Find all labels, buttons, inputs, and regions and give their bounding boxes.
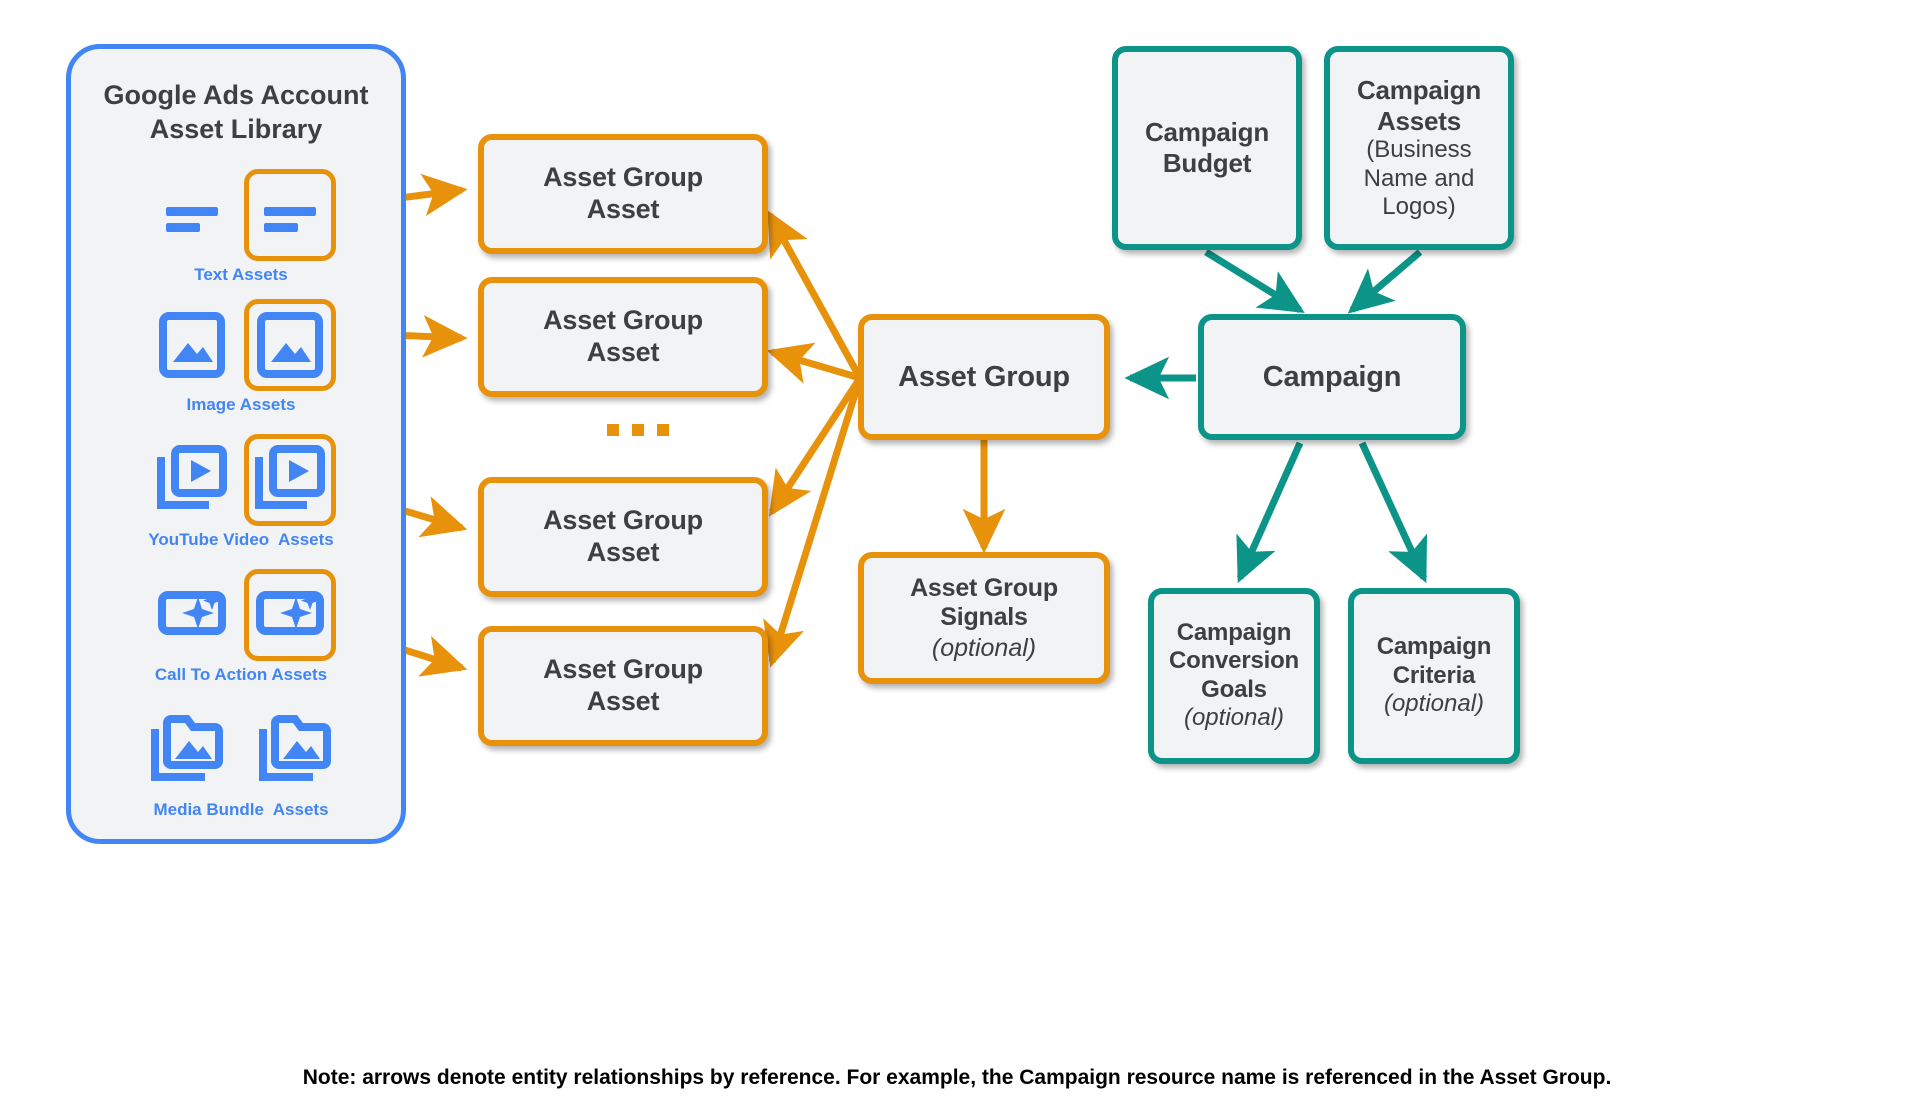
asset-group-label: Asset Group (898, 360, 1070, 393)
arrow-campaign-to-criteria (1358, 441, 1428, 584)
text-asset-icon (146, 169, 238, 261)
ellipsis-dot (607, 424, 619, 436)
asset-library-title: Google Ads Account Asset Library (103, 80, 369, 144)
asset-caption-media-bundle: Media Bundle Assets (153, 800, 329, 819)
campaign-conversion-goals-optional: (optional) (1183, 704, 1285, 732)
arrow-assetgroup-to-aga4 (763, 376, 864, 668)
asset-group-signals-optional: (optional) (931, 633, 1037, 662)
arrow-assetgroup-to-aga2 (766, 342, 861, 384)
campaign-criteria-box[interactable]: Campaign Criteria (optional) (1348, 588, 1520, 764)
asset-row-text: Text Assets (71, 169, 411, 285)
asset-group-asset-box-3[interactable]: Asset Group Asset (478, 477, 768, 597)
asset-group-asset-box-4[interactable]: Asset Group Asset (478, 626, 768, 746)
video-asset-icon (146, 434, 238, 526)
image-asset-icon-highlighted (244, 299, 336, 391)
campaign-conversion-goals-label: Campaign Conversion Goals (1168, 619, 1300, 703)
asset-row-image: Image Assets (71, 299, 411, 415)
arrow-assetgroup-to-aga1 (766, 210, 864, 380)
campaign-conversion-goals-box[interactable]: Campaign Conversion Goals (optional) (1148, 588, 1320, 764)
ellipsis-dot (657, 424, 669, 436)
asset-group-asset-label: Asset Group Asset (543, 162, 703, 224)
campaign-assets-box[interactable]: Campaign Assets (Business Name and Logos… (1324, 46, 1514, 250)
ellipsis-dot (632, 424, 644, 436)
arrow-campaignassets-to-campaign (1347, 249, 1423, 314)
ellipsis-indicator (607, 424, 669, 436)
asset-caption-video: YouTube Video Assets (148, 530, 334, 549)
asset-group-box[interactable]: Asset Group (858, 314, 1110, 440)
campaign-box[interactable]: Campaign (1198, 314, 1466, 440)
arrow-assetgroup-to-aga3 (768, 376, 863, 517)
asset-group-signals-box[interactable]: Asset Group Signals (optional) (858, 552, 1110, 684)
asset-group-asset-box-2[interactable]: Asset Group Asset (478, 277, 768, 397)
arrow-budget-to-campaign (1204, 249, 1305, 313)
asset-caption-cta: Call To Action Assets (154, 665, 328, 684)
campaign-assets-label: Campaign Assets (1356, 74, 1482, 136)
asset-group-asset-label: Asset Group Asset (543, 654, 703, 716)
asset-library-panel: Google Ads Account Asset Library Text (66, 44, 406, 844)
footer-note: Note: arrows denote entity relationships… (302, 1066, 1612, 1089)
asset-group-asset-box-1[interactable]: Asset Group Asset (478, 134, 768, 254)
asset-row-cta: Call To Action Assets (71, 569, 411, 685)
media-bundle-asset-icon (141, 704, 233, 796)
arrow-campaign-to-conversion-goals (1236, 441, 1304, 584)
asset-group-asset-label: Asset Group Asset (543, 305, 703, 367)
image-asset-icon (146, 299, 238, 391)
campaign-label: Campaign (1262, 360, 1402, 393)
video-asset-icon-highlighted (244, 434, 336, 526)
asset-caption-text: Text Assets (194, 265, 288, 284)
media-bundle-asset-icon-2 (249, 704, 341, 796)
call-to-action-asset-icon-highlighted (244, 569, 336, 661)
call-to-action-asset-icon (146, 569, 238, 661)
asset-row-video: YouTube Video Assets (71, 434, 411, 550)
asset-group-asset-label: Asset Group Asset (543, 505, 703, 567)
asset-caption-image: Image Assets (186, 395, 296, 414)
asset-row-media-bundle: Media Bundle Assets (71, 704, 411, 820)
campaign-budget-label: Campaign Budget (1144, 117, 1270, 178)
text-asset-icon-highlighted (244, 169, 336, 261)
campaign-budget-box[interactable]: Campaign Budget (1112, 46, 1302, 250)
campaign-assets-sublabel: (Business Name and Logos) (1363, 136, 1475, 220)
campaign-criteria-optional: (optional) (1383, 689, 1485, 717)
campaign-criteria-label: Campaign Criteria (1376, 633, 1492, 689)
asset-group-signals-label: Asset Group Signals (910, 573, 1058, 632)
